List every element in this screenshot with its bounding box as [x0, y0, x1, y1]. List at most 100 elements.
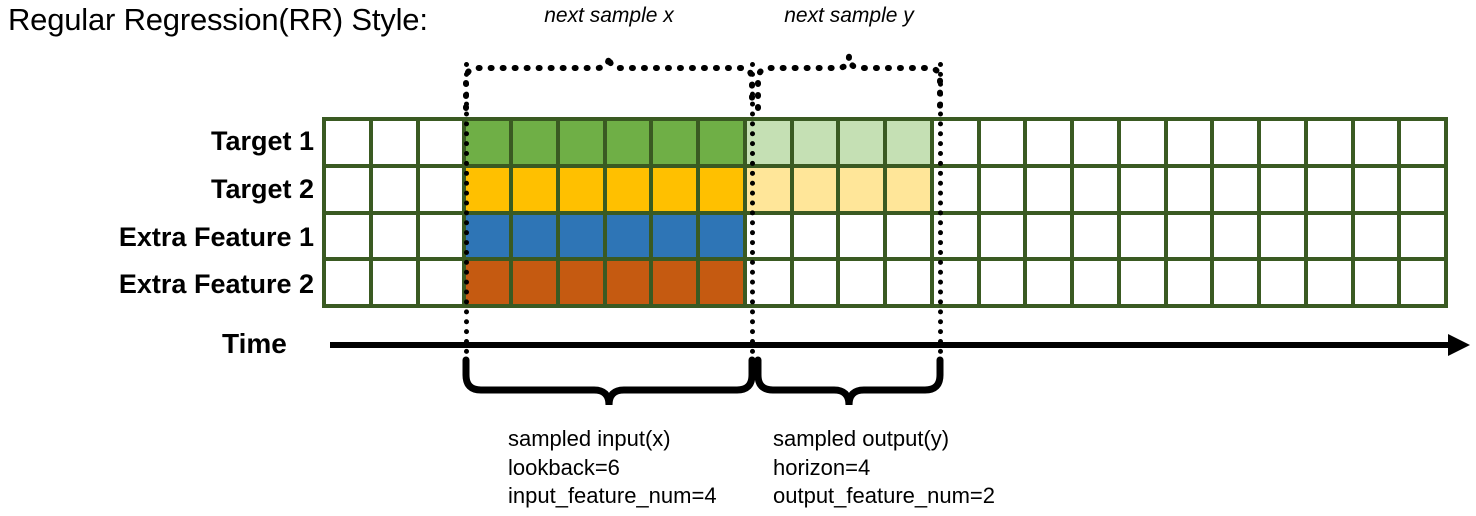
grid-cell	[1261, 261, 1304, 304]
grid-cell	[1261, 167, 1304, 211]
grid-cell	[419, 214, 463, 258]
grid-cell	[513, 261, 556, 304]
grid-cell	[326, 214, 369, 258]
row-label-target-2: Target 2	[210, 174, 314, 204]
grid-cell	[1261, 121, 1304, 164]
grid-cell	[700, 214, 743, 258]
grid-cell	[1027, 261, 1070, 304]
grid-cell	[1074, 167, 1117, 211]
grid-cell	[372, 121, 416, 164]
grid-cell	[980, 261, 1024, 304]
grid-cell	[653, 261, 696, 304]
grid-cell	[840, 121, 883, 164]
grid-cell	[653, 121, 696, 164]
grid-cell	[606, 214, 650, 258]
grid-cell	[419, 261, 463, 304]
grid-cell	[980, 167, 1024, 211]
grid-cell	[1027, 214, 1070, 258]
caption-sampled-output: sampled output(y) horizon=4 output_featu…	[773, 425, 995, 511]
guide-input-start	[464, 62, 469, 374]
grid-cell	[326, 167, 369, 211]
grid-cell	[1401, 261, 1444, 304]
grid-cell	[1120, 121, 1164, 164]
grid-cell	[466, 261, 509, 304]
grid-cell	[1214, 167, 1257, 211]
grid-cell	[840, 167, 883, 211]
grid-cell	[887, 121, 930, 164]
grid-cell	[1354, 261, 1398, 304]
grid-cell	[1027, 167, 1070, 211]
timeline-grid	[322, 117, 1448, 308]
grid-cell	[1214, 121, 1257, 164]
caption-next-sample-y: next sample y	[784, 4, 914, 27]
grid-cell	[513, 167, 556, 211]
guide-output-end	[938, 62, 943, 374]
grid-cell	[980, 121, 1024, 164]
grid-cell	[1401, 121, 1444, 164]
caption-sampled-input-line-2: lookback=6	[508, 454, 620, 480]
caption-sampled-output-line-1: sampled output(y)	[773, 426, 950, 451]
time-axis-line	[330, 342, 1460, 348]
grid-cell	[1167, 121, 1211, 164]
grid-cell	[1261, 214, 1304, 258]
caption-sampled-input-line-1: sampled input(x)	[508, 426, 671, 451]
grid-cell	[559, 214, 603, 258]
grid-cell	[1120, 214, 1164, 258]
grid-cell	[653, 167, 696, 211]
grid-cell	[559, 261, 603, 304]
grid-cell	[559, 121, 603, 164]
grid-cell	[700, 121, 743, 164]
caption-sampled-output-line-2: horizon=4	[773, 454, 871, 480]
page-title: Regular Regression(RR) Style:	[8, 2, 428, 37]
grid-cell	[419, 167, 463, 211]
grid-cell	[372, 214, 416, 258]
caption-next-sample-x: next sample x	[544, 4, 674, 27]
grid-cell	[606, 261, 650, 304]
row-label-extra-feature-1: Extra Feature 1	[118, 222, 314, 252]
grid-cell	[372, 261, 416, 304]
caption-sampled-input-line-3: input_feature_num=4	[508, 483, 717, 509]
grid-cell	[1074, 121, 1117, 164]
grid-cell	[1120, 167, 1164, 211]
grid-cell	[513, 121, 556, 164]
grid-cell	[1027, 121, 1070, 164]
grid-cell	[606, 121, 650, 164]
grid-cell	[793, 214, 837, 258]
brace-sampled-output	[754, 356, 944, 406]
grid-cell	[1167, 261, 1211, 304]
grid-cell	[1307, 214, 1351, 258]
grid-cell	[1307, 121, 1351, 164]
time-axis-label: Time	[222, 328, 287, 359]
grid-cell	[559, 167, 603, 211]
time-arrow-icon	[1448, 334, 1470, 356]
grid-cell	[980, 214, 1024, 258]
grid-cell	[419, 121, 463, 164]
grid-cell	[887, 214, 930, 258]
brace-next-sample-y	[755, 55, 943, 111]
grid-cell	[1167, 214, 1211, 258]
grid-cell	[1120, 261, 1164, 304]
grid-cell	[793, 261, 837, 304]
grid-cell	[326, 121, 369, 164]
grid-cell	[1354, 214, 1398, 258]
grid-cell	[1167, 167, 1211, 211]
row-label-extra-feature-2: Extra Feature 2	[118, 269, 314, 299]
grid-cell	[606, 167, 650, 211]
brace-sampled-input	[462, 356, 756, 406]
grid-cell	[466, 167, 509, 211]
grid-cell	[700, 261, 743, 304]
grid-cell	[887, 261, 930, 304]
grid-cell	[1354, 167, 1398, 211]
grid-cell	[793, 121, 837, 164]
grid-cell	[372, 167, 416, 211]
grid-cell	[326, 261, 369, 304]
guide-input-end	[750, 62, 755, 374]
grid-cell	[466, 121, 509, 164]
grid-cell	[513, 214, 556, 258]
grid-cell	[1074, 261, 1117, 304]
caption-sampled-output-line-3: output_feature_num=2	[773, 483, 996, 509]
grid-cell	[1074, 214, 1117, 258]
grid-cell	[887, 167, 930, 211]
brace-next-sample-x	[463, 55, 755, 111]
